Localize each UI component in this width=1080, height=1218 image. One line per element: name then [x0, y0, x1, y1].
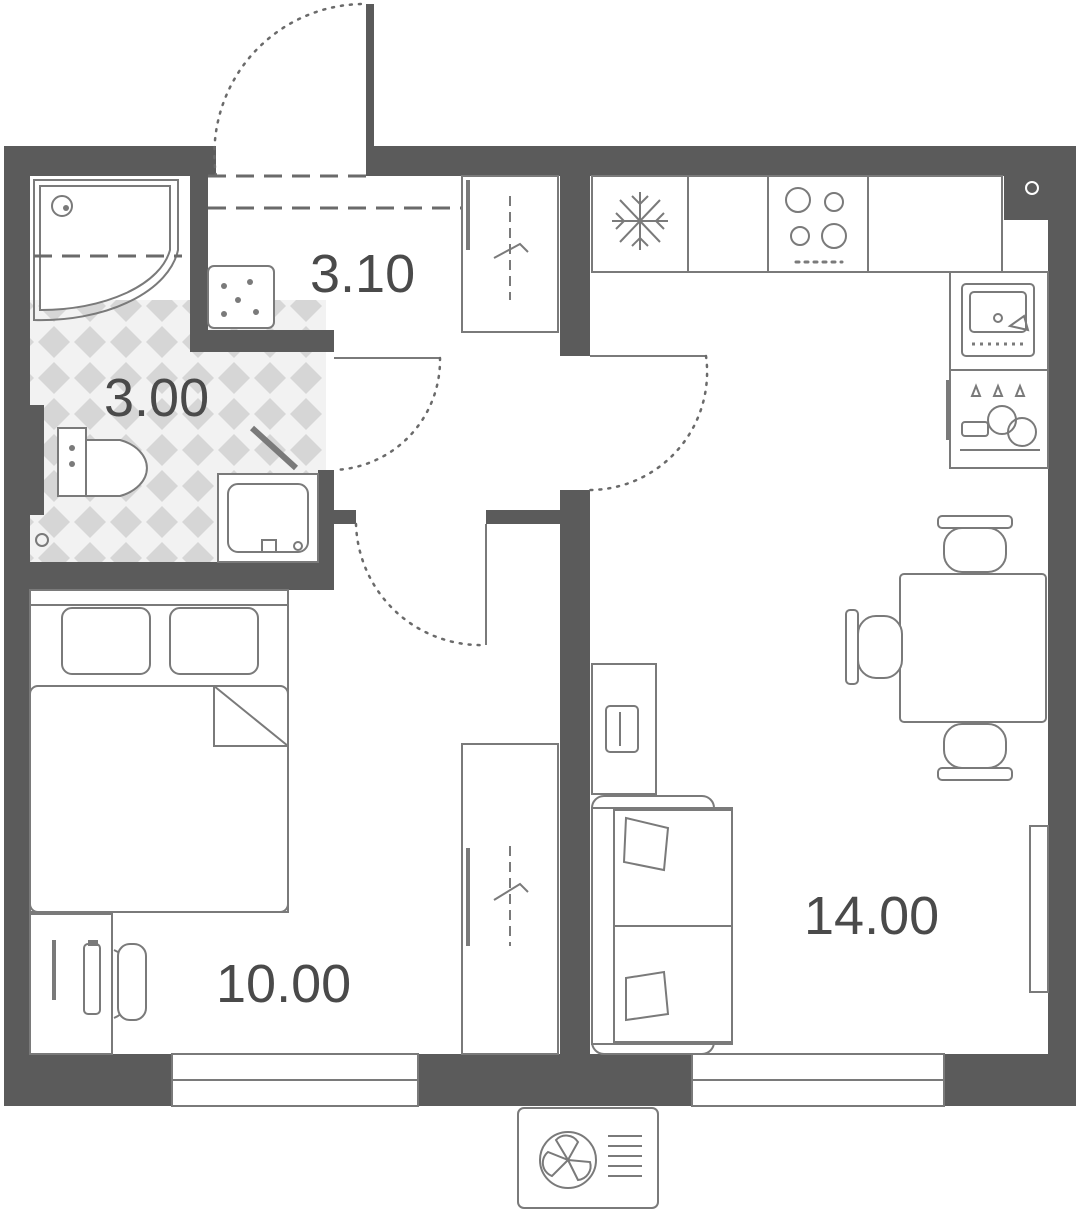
- walls: [4, 4, 1076, 1106]
- toilet: [57, 427, 148, 497]
- bedroom-wardrobe: [461, 743, 559, 1055]
- bathroom-door: [332, 356, 442, 472]
- dining-chair-top: [937, 515, 1013, 573]
- desk-chair: [29, 913, 147, 1055]
- dining-chair-left: [845, 609, 903, 685]
- sofa: [591, 795, 733, 1055]
- fridge-icon: [612, 192, 668, 250]
- window-bedroom: [171, 1053, 419, 1107]
- drain-icon: [35, 533, 49, 547]
- area-label-kitchen-living: 14.00: [804, 886, 939, 946]
- double-bed: [29, 589, 289, 913]
- dining-table: [899, 573, 1047, 723]
- area-label-bathroom: 3.00: [104, 368, 209, 428]
- stove-icon: [785, 187, 847, 264]
- bathroom-sink: [217, 425, 319, 563]
- hall-wardrobe: [461, 175, 559, 333]
- tv-stand: [591, 663, 657, 795]
- kitchen-sink: [961, 283, 1035, 357]
- kitchen-door: [588, 354, 709, 492]
- ac-unit: [517, 1107, 659, 1209]
- window-side-kitchen: [1029, 825, 1049, 993]
- area-label-hall: 3.10: [310, 244, 415, 304]
- window-kitchen: [691, 1053, 945, 1107]
- washing-machine: [207, 265, 275, 329]
- bedroom-door: [354, 522, 488, 647]
- area-label-bedroom: 10.00: [216, 954, 351, 1014]
- dining-chair-bottom: [937, 723, 1013, 781]
- shower-cabin: [33, 179, 182, 322]
- dishwasher-icon: [946, 380, 1040, 451]
